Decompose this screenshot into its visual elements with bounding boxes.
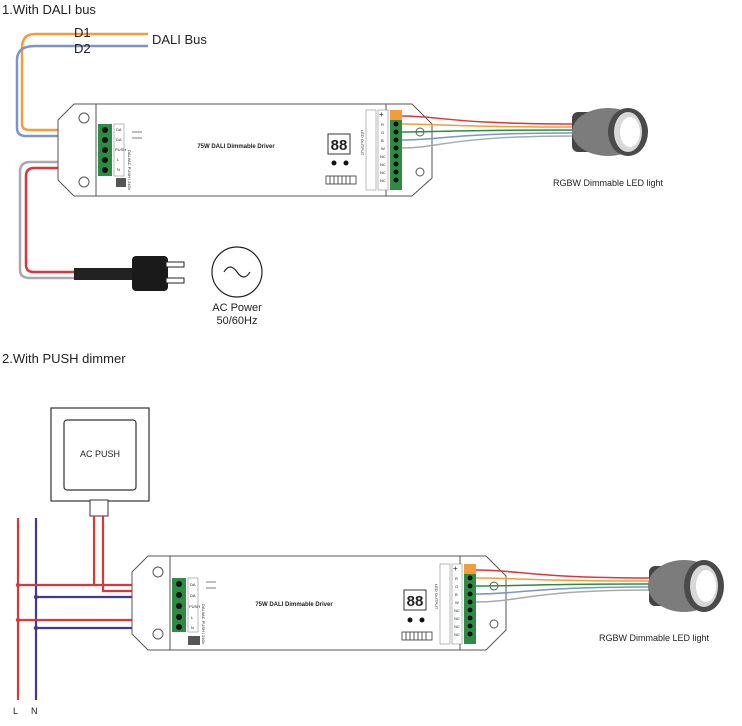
push-cable — [89, 499, 109, 517]
svg-text:W: W — [455, 600, 459, 605]
ac-power-freq-label: 50/60Hz — [217, 315, 258, 327]
svg-text:PUSH: PUSH — [189, 604, 200, 609]
plug-pin-bottom — [165, 277, 185, 284]
driver-title: 75W DALI Dimmable Driver — [197, 144, 275, 150]
ac-push-label: AC PUSH — [80, 449, 120, 459]
svg-text:PUSH: PUSH — [115, 147, 126, 152]
svg-text:R: R — [455, 576, 458, 581]
svg-text:+: + — [379, 110, 384, 119]
svg-text:NC: NC — [454, 616, 460, 621]
svg-text:DA: DA — [190, 593, 196, 598]
svg-text:DA: DA — [190, 582, 196, 587]
svg-text:NC: NC — [454, 632, 460, 637]
ac-power-label: AC Power — [212, 302, 262, 314]
driver-title-2: 75W DALI Dimmable Driver — [255, 602, 333, 608]
power-cable — [74, 268, 134, 280]
svg-text:N: N — [117, 167, 120, 172]
power-plug — [132, 256, 168, 291]
svg-text:B: B — [455, 592, 458, 597]
led-light-2 — [648, 560, 724, 612]
svg-text:G: G — [381, 130, 384, 135]
led-light-label-1: RGBW Dimmable LED light — [553, 178, 664, 188]
section-title-dali: 1.With DALI bus — [2, 2, 96, 17]
driver-digits: 88 — [331, 137, 348, 154]
svg-text:N: N — [191, 625, 194, 630]
driver-unit-2: DA DA PUSH L N DALI/AC PUSH / 240V 75W D… — [131, 555, 507, 651]
plug-pin-top — [165, 261, 185, 268]
svg-text:NC: NC — [380, 170, 386, 175]
svg-text:NC: NC — [380, 154, 386, 159]
driver-digits-2: 88 — [407, 593, 424, 610]
svg-text:NC: NC — [380, 178, 386, 183]
input-label: DALI/AC PUSH / 240V — [127, 150, 132, 191]
svg-text:L: L — [117, 157, 120, 162]
svg-text:DA: DA — [116, 127, 122, 132]
svg-text:NC: NC — [454, 624, 460, 629]
led-light-1 — [572, 108, 648, 156]
svg-text:NC: NC — [454, 608, 460, 613]
led-light-label-2: RGBW Dimmable LED light — [599, 633, 710, 643]
mains-l-label: L — [13, 706, 18, 716]
led-output-label: LED OUTPUT — [360, 130, 365, 156]
svg-text:L: L — [191, 615, 194, 620]
svg-text:B: B — [381, 138, 384, 143]
dali-d1-label: D1 — [74, 25, 91, 40]
dali-bus-wires — [15, 32, 148, 138]
driver-unit-1: DA DA PUSH L N DALI/AC PUSH / 240V 75W D… — [57, 103, 433, 197]
ac-cord-wires — [18, 160, 110, 280]
led-wires-2 — [475, 569, 653, 603]
svg-text:DA: DA — [116, 137, 122, 142]
ac-push-switch — [50, 407, 150, 502]
sine-wave-icon — [223, 266, 251, 278]
led-wires-1 — [401, 115, 576, 149]
svg-text:LED OUTPUT: LED OUTPUT — [434, 584, 439, 610]
svg-text:+: + — [453, 564, 458, 573]
svg-text:R: R — [381, 122, 384, 127]
svg-text:G: G — [455, 584, 458, 589]
dali-bus-label: DALI Bus — [152, 32, 207, 47]
svg-text:DALI/AC PUSH / 240V: DALI/AC PUSH / 240V — [201, 604, 206, 645]
mains-n-label: N — [31, 706, 38, 716]
section-title-push: 2.With PUSH dimmer — [2, 351, 126, 366]
svg-text:NC: NC — [380, 162, 386, 167]
svg-text:W: W — [381, 146, 385, 151]
dali-d2-label: D2 — [74, 41, 91, 56]
